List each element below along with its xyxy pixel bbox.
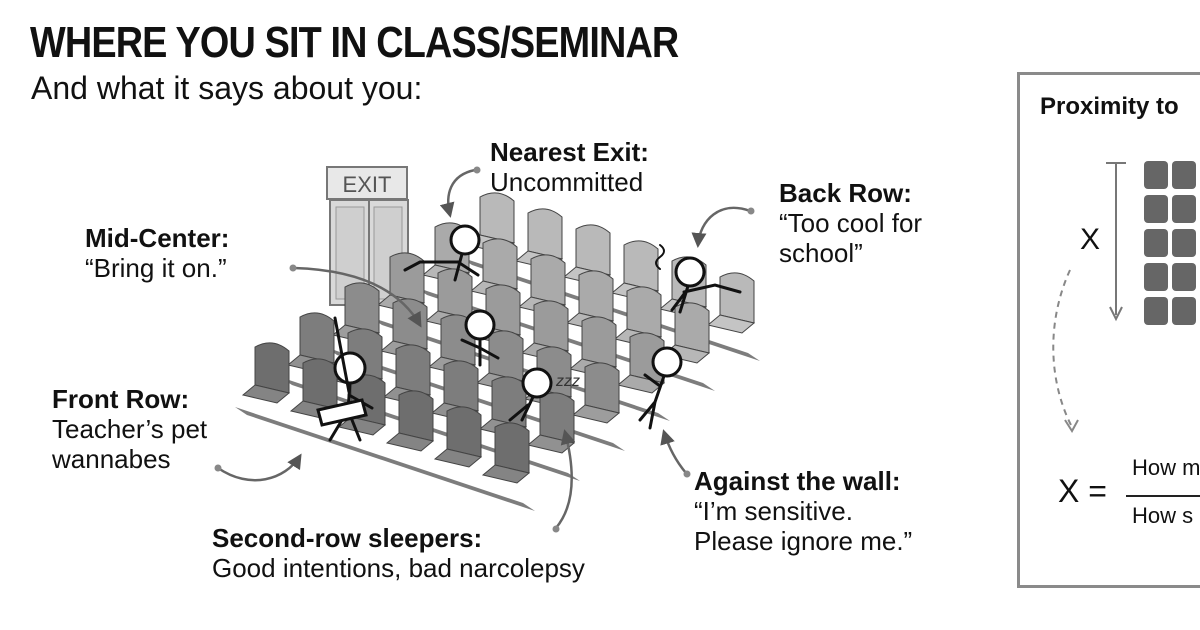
floor-stripe: [235, 407, 535, 511]
seat: [571, 362, 621, 424]
mini-seat: [1144, 161, 1168, 189]
student-back-row: [655, 244, 742, 314]
seat: [706, 272, 756, 334]
seat-grid: [241, 192, 756, 484]
callout-back-row-head: Back Row:: [779, 178, 912, 208]
seat: [385, 390, 435, 452]
callout-nearest-exit-head: Nearest Exit:: [490, 137, 649, 167]
proximity-variable: X: [1080, 223, 1101, 256]
callout-second-row-body: Good intentions, bad narcolepsy: [212, 553, 585, 583]
mini-seat: [1172, 297, 1196, 325]
equation-numerator: How m: [1132, 455, 1200, 480]
proximity-panel: Proximity to X X = How m How s: [1017, 72, 1200, 588]
callout-second-row: Second-row sleepers: Good intentions, ba…: [212, 523, 585, 583]
mini-seat: [1144, 297, 1168, 325]
seat: [481, 422, 531, 484]
callout-nearest-exit: Nearest Exit: Uncommitted: [490, 137, 649, 197]
mini-seat: [1144, 229, 1168, 257]
callout-against-wall-head: Against the wall:: [694, 466, 901, 496]
mini-seat: [1172, 263, 1196, 291]
student-mid-center: [460, 309, 500, 367]
callout-front-row: Front Row: Teacher’s pet wannabes: [52, 384, 207, 474]
callout-back-row: Back Row: “Too cool for school”: [779, 178, 922, 268]
callout-back-row-line1: “Too cool for: [779, 208, 923, 238]
fraction-bar: [1126, 495, 1200, 497]
seat: [241, 342, 291, 404]
mini-seat: [1172, 161, 1196, 189]
student-second-row: [508, 367, 553, 422]
sleep-zzz: zzz: [555, 373, 580, 390]
proximity-panel-title: Proximity to: [1040, 93, 1179, 120]
mini-seat: [1144, 263, 1168, 291]
page-subtitle: And what it says about you:: [31, 70, 423, 106]
mini-seat: [1172, 195, 1196, 223]
callout-back-row-line2: school”: [779, 238, 863, 268]
mini-seat-diagram: [1052, 161, 1196, 433]
student-nearest-exit: [403, 224, 481, 282]
callout-dots: [214, 166, 755, 533]
callout-mid-center: Mid-Center: “Bring it on.”: [85, 223, 229, 283]
callout-against-wall-line1: “I’m sensitive.: [694, 496, 853, 526]
callout-second-row-head: Second-row sleepers:: [212, 523, 483, 553]
callout-mid-center-head: Mid-Center:: [85, 223, 230, 253]
callout-mid-center-body: “Bring it on.”: [85, 253, 227, 283]
student-against-wall: [638, 346, 683, 430]
student-front-row: [316, 316, 374, 442]
callout-arrows: [217, 168, 751, 529]
student-figures: [316, 224, 742, 442]
callout-nearest-exit-body: Uncommitted: [490, 167, 644, 197]
callout-against-wall: Against the wall: “I’m sensitive. Please…: [694, 466, 912, 556]
callout-front-row-line1: Teacher’s pet: [52, 414, 208, 444]
mini-seat: [1144, 195, 1168, 223]
equation-lhs: X =: [1058, 473, 1107, 509]
exit-sign-text: EXIT: [343, 172, 392, 197]
seat: [433, 406, 483, 468]
exit-sign: EXIT: [326, 166, 408, 200]
mini-seat: [1172, 229, 1196, 257]
callout-against-wall-line2: Please ignore me.”: [694, 526, 913, 556]
page-title: WHERE YOU SIT IN CLASS/SEMINAR: [30, 18, 679, 67]
callout-front-row-line2: wannabes: [52, 444, 171, 474]
equation-denominator: How s: [1132, 503, 1194, 528]
callout-front-row-head: Front Row:: [52, 384, 190, 414]
classroom-illustration: EXIT: [214, 166, 760, 533]
